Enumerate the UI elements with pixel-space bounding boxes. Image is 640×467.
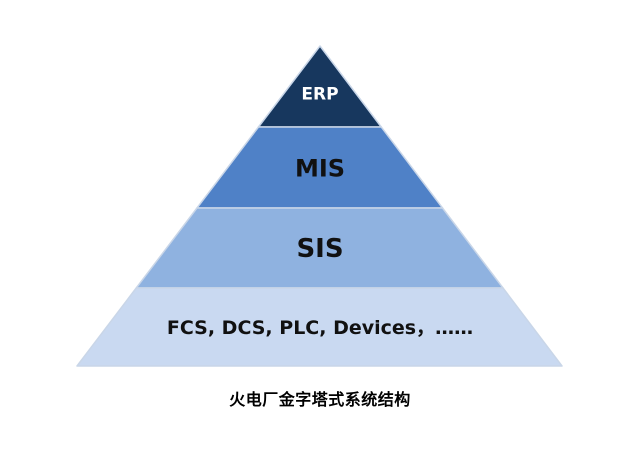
tier-field: [76, 287, 563, 367]
tier-label-mis: MIS: [295, 155, 345, 183]
diagram-caption: 火电厂金字塔式系统结构: [229, 390, 411, 409]
tier-label-erp: ERP: [301, 85, 338, 105]
tier-label-sis: SIS: [296, 234, 343, 264]
pyramid-tiers: ERP MIS SIS FCS, DCS, PLC, Devices，……: [76, 45, 563, 367]
tier-label-field: FCS, DCS, PLC, Devices，……: [167, 317, 473, 339]
